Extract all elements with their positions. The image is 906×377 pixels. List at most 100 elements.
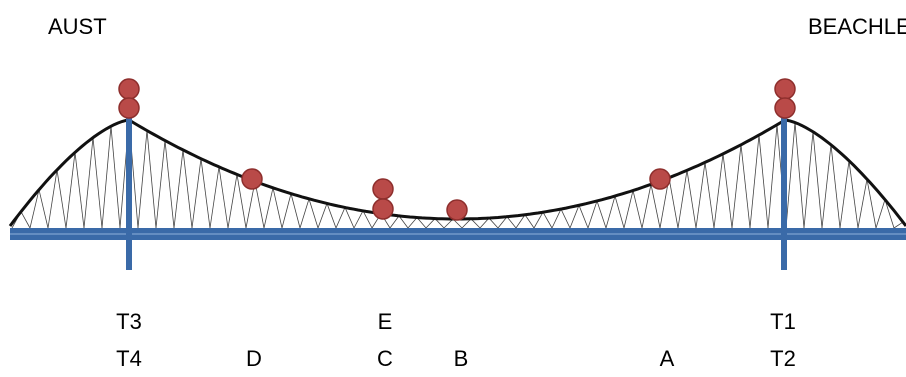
hanger [218,166,229,229]
label-beachley: BEACHLEY [808,14,906,39]
hanger [335,207,346,229]
marker-dot-t3 [118,78,140,100]
marker-dot-b [446,199,468,221]
hanger [515,214,526,229]
hanger [551,208,562,229]
hanger [695,162,706,229]
hanger [191,158,202,229]
hanger [668,177,679,229]
hanger [317,203,328,229]
hanger [749,135,760,229]
hanger [353,210,364,229]
hanger [299,198,310,229]
marker-dot-a [649,168,671,190]
hanger [803,131,814,229]
hanger [92,137,103,229]
hanger [605,195,616,229]
marker-dot-e [372,178,394,200]
hanger [893,221,904,229]
hanger [182,149,193,229]
label-t2: T2 [770,346,796,371]
hanger [812,131,823,229]
hanger [425,218,436,229]
hanger [839,160,850,229]
hanger [227,174,238,229]
label-b: B [454,346,469,371]
hanger [155,140,166,229]
hanger [632,190,643,229]
hanger-lattice [11,119,906,229]
hanger [173,149,184,229]
hanger [641,184,652,229]
marker-dots [118,78,796,221]
marker-dot-t2 [774,97,796,119]
hanger [731,144,742,229]
hanger [272,187,283,229]
hanger [326,203,337,229]
hanger [263,187,274,229]
hanger [479,217,490,229]
hanger [848,160,859,229]
hanger [416,217,427,229]
hanger [614,195,625,229]
hanger [389,215,400,229]
hanger [290,193,301,229]
hanger [74,152,85,229]
hanger [236,174,247,229]
label-d: D [246,346,262,371]
hanger [713,153,724,229]
label-aust: AUST [48,14,107,39]
hanger [29,189,40,229]
hanger [650,184,661,229]
hanger [407,217,418,229]
hanger [569,205,580,229]
hanger [758,135,769,229]
hanger [362,210,373,229]
hanger [434,218,445,229]
hanger [830,144,841,229]
hanger [254,181,265,229]
hanger [578,205,589,229]
label-e: E [378,309,393,334]
hanger [821,144,832,229]
hanger [38,189,49,229]
hanger [281,193,292,229]
hanger [470,218,481,229]
hanger [767,124,778,229]
hanger [506,216,517,229]
hanger [884,199,895,229]
hanger [740,144,751,229]
hanger [596,200,607,229]
hanger [794,122,805,229]
marker-dot-c [372,198,394,220]
hanger [101,126,112,229]
hanger [686,170,697,229]
tower-beachley [781,112,787,270]
label-t3: T3 [116,309,142,334]
hanger [524,214,535,229]
hanger [56,169,67,229]
hanger [623,190,634,229]
hanger [704,162,715,229]
hanger [587,200,598,229]
hanger [533,211,544,229]
marker-dot-d [241,168,263,190]
hanger [542,211,553,229]
hanger [137,130,148,229]
hanger [488,217,499,229]
hanger [398,215,409,229]
hanger [110,126,121,229]
hanger [461,218,472,229]
label-t4: T4 [116,346,142,371]
hanger [20,211,31,229]
label-a: A [660,346,675,371]
tower-aust [126,112,132,270]
hanger [677,170,688,229]
label-c: C [377,346,393,371]
hanger [344,207,355,229]
hanger [200,158,211,229]
hanger [497,216,508,229]
marker-dot-t1 [774,78,796,100]
hanger [560,208,571,229]
